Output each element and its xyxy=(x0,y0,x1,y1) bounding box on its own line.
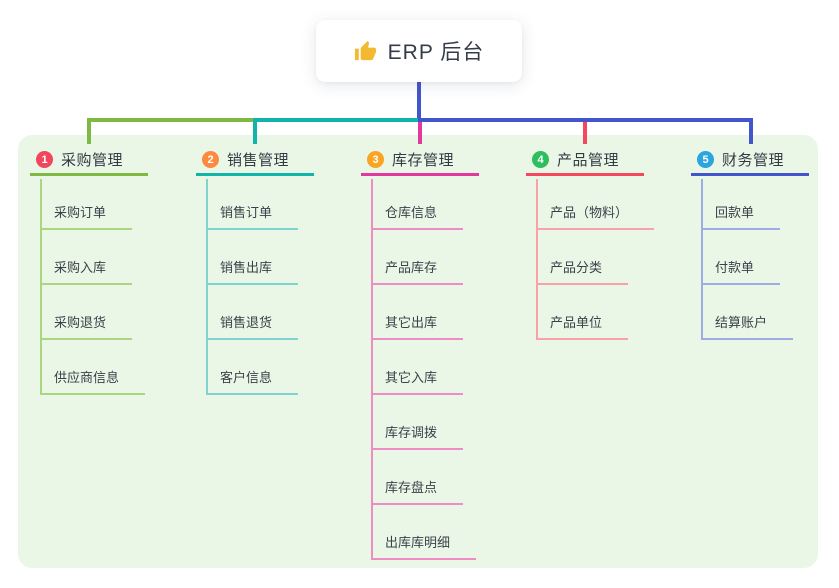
child-node-label: 付款单 xyxy=(715,260,755,275)
branch-label: 销售管理 xyxy=(227,152,290,169)
mindmap-child-node[interactable]: 产品分类 xyxy=(536,251,629,285)
child-node-label: 采购退货 xyxy=(54,315,107,330)
branch-header-3[interactable]: 3 库存管理 xyxy=(361,146,479,176)
mindmap-child-node[interactable]: 采购退货 xyxy=(40,306,133,340)
mindmap-child-node[interactable]: 仓库信息 xyxy=(371,196,464,230)
branch-number-badge: 4 xyxy=(532,151,549,168)
mindmap-child-node[interactable]: 供应商信息 xyxy=(40,361,146,395)
mindmap-child-node[interactable]: 库存调拨 xyxy=(371,416,464,450)
child-node-label: 销售订单 xyxy=(220,205,273,220)
mindmap-child-node[interactable]: 产品单位 xyxy=(536,306,629,340)
branch-5-drop-line xyxy=(749,118,753,144)
mindmap-child-node[interactable]: 结算账户 xyxy=(701,306,794,340)
branch-3-children-connector-line xyxy=(371,179,373,560)
horizontal-connector-segment-2 xyxy=(253,118,422,122)
mindmap-child-node[interactable]: 回款单 xyxy=(701,196,781,230)
branch-header-1[interactable]: 1 采购管理 xyxy=(30,146,148,176)
child-node-label: 销售出库 xyxy=(220,260,273,275)
child-node-label: 产品（物料） xyxy=(550,205,629,220)
mindmap-child-node[interactable]: 产品库存 xyxy=(371,251,464,285)
mindmap-child-node[interactable]: 其它出库 xyxy=(371,306,464,340)
mindmap-child-node[interactable]: 采购入库 xyxy=(40,251,133,285)
branch-1-children-connector-line xyxy=(40,179,42,395)
mindmap-child-node[interactable]: 客户信息 xyxy=(206,361,299,395)
child-node-label: 产品分类 xyxy=(550,260,603,275)
branch-header-5[interactable]: 5 财务管理 xyxy=(691,146,809,176)
child-node-label: 销售退货 xyxy=(220,315,273,330)
branch-3-drop-line xyxy=(418,122,422,144)
child-node-label: 采购订单 xyxy=(54,205,107,220)
branch-label: 产品管理 xyxy=(557,152,620,169)
horizontal-connector-segment-3 xyxy=(418,118,753,122)
mindmap-child-node[interactable]: 出库库明细 xyxy=(371,526,477,560)
child-node-label: 其它入库 xyxy=(385,370,438,385)
branch-1-drop-line xyxy=(87,118,91,144)
root-connector-line xyxy=(417,82,421,122)
mindmap-child-node[interactable]: 付款单 xyxy=(701,251,781,285)
child-node-label: 仓库信息 xyxy=(385,205,438,220)
child-node-label: 产品库存 xyxy=(385,260,438,275)
thumbs-up-icon xyxy=(354,40,376,60)
branch-2-drop-line xyxy=(253,118,257,144)
child-node-label: 供应商信息 xyxy=(54,370,120,385)
branch-header-4[interactable]: 4 产品管理 xyxy=(526,146,644,176)
child-node-label: 回款单 xyxy=(715,205,755,220)
child-node-label: 结算账户 xyxy=(715,315,768,330)
child-node-label: 出库库明细 xyxy=(385,535,451,550)
branch-number-badge: 2 xyxy=(202,151,219,168)
branch-number-badge: 3 xyxy=(367,151,384,168)
branch-5-children-connector-line xyxy=(701,179,703,340)
branch-header-2[interactable]: 2 销售管理 xyxy=(196,146,314,176)
branch-4-children-connector-line xyxy=(536,179,538,340)
horizontal-connector-segment-1 xyxy=(87,118,257,122)
mindmap-child-node[interactable]: 库存盘点 xyxy=(371,471,464,505)
child-node-label: 其它出库 xyxy=(385,315,438,330)
branch-4-drop-line xyxy=(583,122,587,144)
branch-label: 采购管理 xyxy=(61,152,124,169)
branch-2-children-connector-line xyxy=(206,179,208,395)
mindmap-child-node[interactable]: 销售退货 xyxy=(206,306,299,340)
mindmap-child-node[interactable]: 其它入库 xyxy=(371,361,464,395)
mindmap-child-node[interactable]: 销售出库 xyxy=(206,251,299,285)
child-node-label: 产品单位 xyxy=(550,315,603,330)
mindmap-child-node[interactable]: 销售订单 xyxy=(206,196,299,230)
mindmap-background-panel xyxy=(18,135,818,568)
child-node-label: 库存盘点 xyxy=(385,480,438,495)
root-node[interactable]: ERP 后台 xyxy=(316,20,522,82)
branch-number-badge: 1 xyxy=(36,151,53,168)
child-node-label: 客户信息 xyxy=(220,370,273,385)
root-node-label: ERP 后台 xyxy=(387,41,485,64)
mindmap-child-node[interactable]: 产品（物料） xyxy=(536,196,655,230)
mindmap-child-node[interactable]: 采购订单 xyxy=(40,196,133,230)
child-node-label: 采购入库 xyxy=(54,260,107,275)
child-node-label: 库存调拨 xyxy=(385,425,438,440)
branch-label: 库存管理 xyxy=(392,152,455,169)
branch-label: 财务管理 xyxy=(722,152,785,169)
branch-number-badge: 5 xyxy=(697,151,714,168)
